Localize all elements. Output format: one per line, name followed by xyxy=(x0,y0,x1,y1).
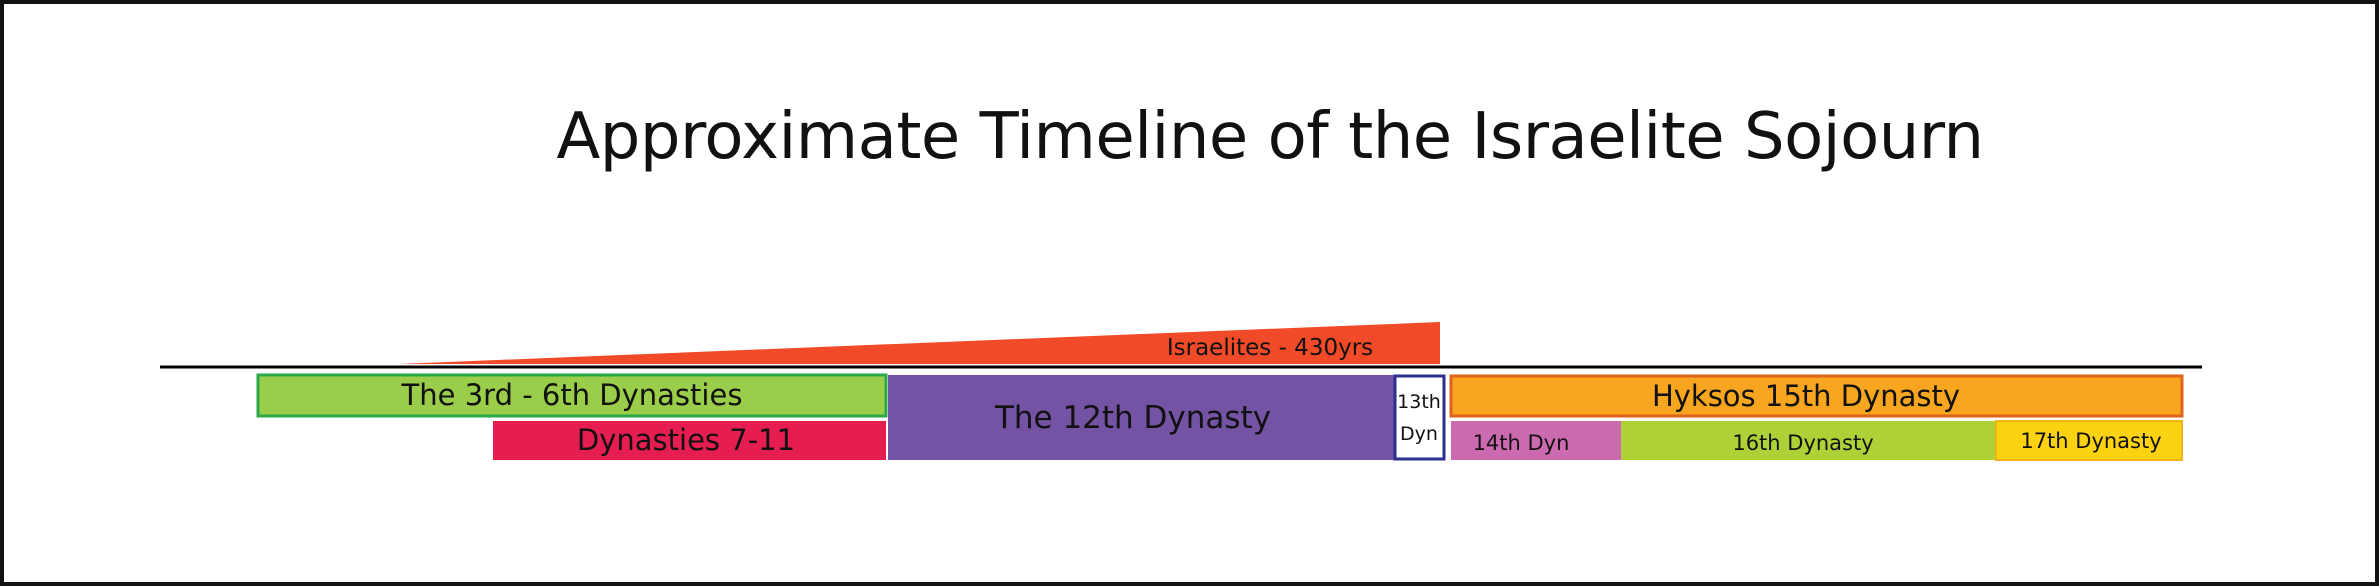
dynasty-13-box xyxy=(1393,374,1446,461)
dynasty-7-11-bar xyxy=(493,421,886,460)
dynasty-13-label-line1: 13th xyxy=(1397,391,1441,413)
dynasty-3-6-bar xyxy=(256,373,888,418)
hyksos-15-bar xyxy=(1449,374,2184,418)
dynasty-7-11-label: Dynasties 7-11 xyxy=(577,423,795,457)
dynasty-16-bar xyxy=(1621,421,1996,460)
dynasty-17-bar xyxy=(1995,420,2183,461)
dynasty-13-label-line2: Dyn xyxy=(1400,423,1438,445)
dynasty-14-bar xyxy=(1451,421,1621,460)
israelites-wedge xyxy=(398,322,1440,364)
dynasty-17-label: 17th Dynasty xyxy=(2020,429,2161,453)
hyksos-15-label: Hyksos 15th Dynasty xyxy=(1652,379,1960,413)
dynasty-16-label: 16th Dynasty xyxy=(1732,431,1873,455)
dynasty-3-6-label: The 3rd - 6th Dynasties xyxy=(401,378,743,412)
diagram-title: Approximate Timeline of the Israelite So… xyxy=(556,100,1984,174)
dynasty-14-label: 14th Dyn xyxy=(1473,431,1570,455)
dynasty-12-label: The 12th Dynasty xyxy=(994,400,1271,436)
dynasty-12-bar xyxy=(888,375,1394,460)
israelites-label: Israelites - 430yrs xyxy=(1167,335,1373,361)
